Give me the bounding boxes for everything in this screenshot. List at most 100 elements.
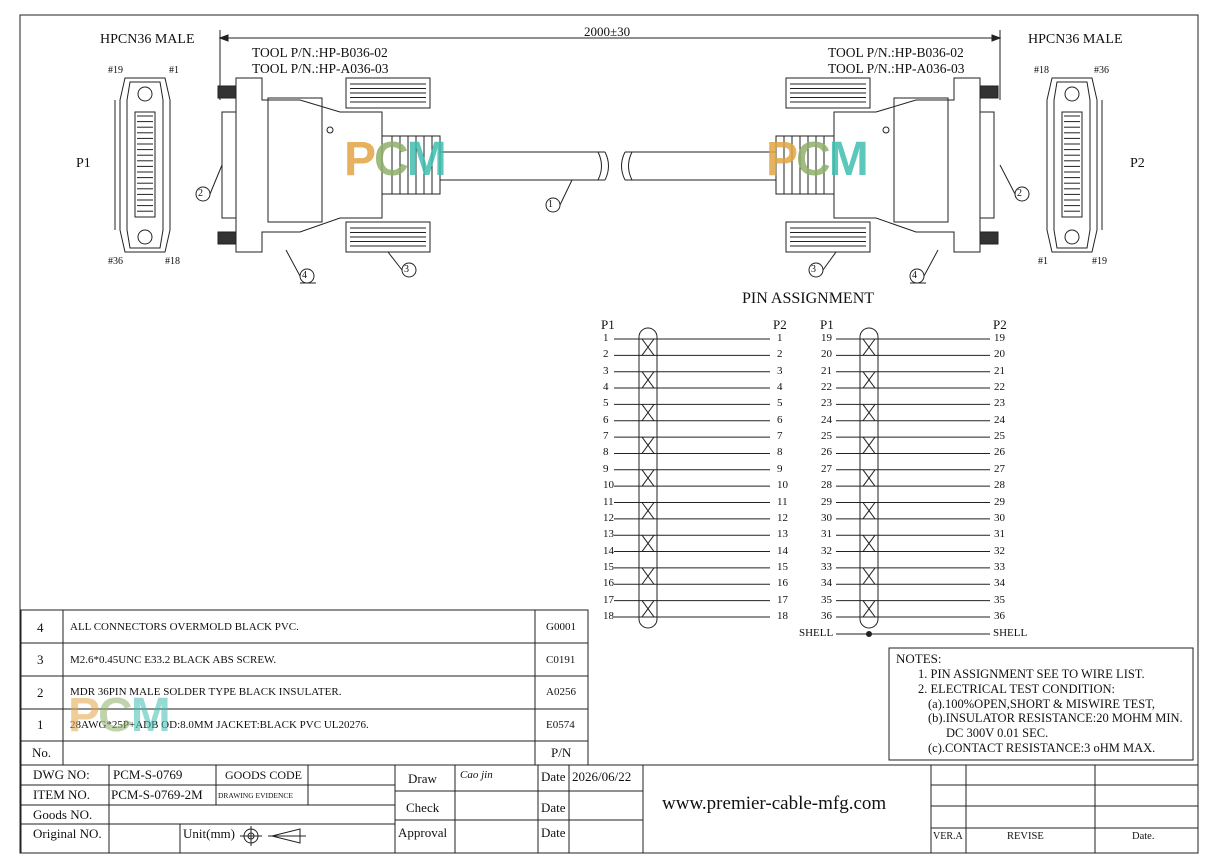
pin-right-block-pin-left-label: 31: [821, 528, 832, 541]
left-face-pin-top-left: #19: [108, 65, 123, 76]
callout-2-right: 2: [1017, 188, 1022, 199]
bom-no: 1: [37, 717, 44, 732]
pin-left-block-twist: [641, 469, 655, 487]
connector-body: [235, 77, 383, 253]
shell-dot: [326, 126, 334, 134]
right-face-pin-top-right: #36: [1094, 65, 1109, 76]
draw-date-label: Date: [541, 769, 566, 784]
pin-right-block-bundle: [859, 327, 879, 629]
pin-left-block-bundle: [638, 327, 658, 629]
callout-2-left-leader: [209, 164, 223, 195]
right-connector-title: HPCN36 MALE: [1028, 32, 1123, 47]
pin-left-block-twist: [641, 371, 655, 389]
pin-right-block-pin-left-label: 19: [821, 332, 832, 344]
metal-shell: [221, 111, 237, 219]
left-face-pin-bottom-left: #36: [108, 256, 123, 267]
pcm-letter: M: [406, 133, 447, 186]
title-block: [20, 764, 1199, 854]
pin-right-block-twist: [862, 534, 876, 552]
dimension-arrow-left: [218, 34, 229, 42]
pin-left-block-pin-left-label: 14: [603, 544, 614, 557]
shell-right-label: SHELL: [993, 627, 1028, 639]
pin-right-block-twist: [862, 502, 876, 520]
pin-left-p2-label: P2: [773, 317, 787, 332]
date-col-label: Date.: [1132, 831, 1155, 842]
pin-left-block-pin-right-label: 14: [777, 544, 788, 557]
callout-1: 1: [548, 199, 553, 210]
pin-left-block-pin-right-label: 8: [777, 446, 783, 459]
pin-left-block-twist: [641, 502, 655, 520]
right-face-outline: [1046, 77, 1098, 253]
length-dimension: 2000±30: [584, 24, 631, 39]
pin-left-p1-label: P1: [601, 317, 615, 332]
pin-left-block-pin-left-label: 1: [603, 332, 609, 344]
pin-right-block-pin-right-label: 35: [994, 593, 1005, 606]
pin-left-block-pin-right-label: 2: [777, 348, 783, 361]
pcm-letter: C: [98, 689, 133, 742]
pin-left-block-pin-right-label: 6: [777, 413, 783, 426]
pin-right-block-pin-left-label: 33: [821, 560, 832, 573]
pin-right-block-pin-right-label: 31: [994, 528, 1005, 541]
pin-left-block-pin-left-label: 17: [603, 593, 614, 606]
pin-right-block-twist: [862, 436, 876, 454]
original-no-label: Original NO.: [33, 826, 102, 841]
pin-left-block-pin-left-label: 9: [603, 462, 609, 475]
pin-right-p1-label: P1: [820, 317, 834, 332]
pin-left-block-pin-right-label: 10: [777, 479, 788, 492]
bom-header-no: No.: [32, 745, 52, 760]
pin-right-block-pin-right-label: 28: [994, 479, 1005, 492]
pin-left-block-pin-left-label: 12: [603, 511, 614, 524]
callout-4-left: 4: [302, 270, 307, 281]
screw-head-top: [979, 85, 999, 99]
pin-left-block-twist: [641, 600, 655, 618]
shell-left-label: SHELL: [799, 627, 834, 639]
bom-desc: ALL CONNECTORS OVERMOLD BLACK PVC.: [70, 621, 299, 633]
item-no-value: PCM-S-0769-2M: [111, 787, 203, 802]
pin-left-block-pin-right-label: 4: [777, 381, 783, 394]
draw-signature: Cao jin: [460, 769, 493, 781]
right-tool-line-1: TOOL P/N.:HP-B036-02: [828, 45, 964, 60]
notes-title: NOTES:: [896, 651, 942, 666]
pcm-letter: P: [766, 133, 798, 186]
bom-no: 2: [37, 685, 44, 700]
notes-line-2: 2. ELECTRICAL TEST CONDITION:: [918, 682, 1115, 696]
website-text: www.premier-cable-mfg.com: [662, 793, 887, 814]
pin-left-block-pin-right-label: 15: [777, 560, 788, 573]
latch-bottom: [345, 221, 431, 253]
right-tool-line-2: TOOL P/N.:HP-A036-03: [828, 61, 965, 76]
screw-head-bottom: [979, 231, 999, 245]
pin-left-block-pin-right-label: 9: [777, 462, 783, 475]
pcm-watermark-left: PCM: [344, 132, 447, 187]
metal-shell: [979, 111, 995, 219]
callout-3-left: 3: [404, 264, 409, 275]
callout-3-left-leader: [387, 251, 403, 271]
bom-header-pn: P/N: [551, 745, 572, 760]
draw-label: Draw: [408, 771, 437, 786]
pin-right-block-pin-left-label: 29: [821, 495, 832, 508]
left-tool-line-2: TOOL P/N.:HP-A036-03: [252, 61, 389, 76]
pin-right-block-pin-right-label: 33: [994, 560, 1005, 573]
pin-right-block-twist: [862, 469, 876, 487]
pin-right-block-pin-right-label: 27: [994, 462, 1005, 475]
pin-right-block-twist: [862, 600, 876, 618]
notes-line-1: 1. PIN ASSIGNMENT SEE TO WIRE LIST.: [918, 667, 1145, 681]
notes-line-6: (c).CONTACT RESISTANCE:3 oHM MAX.: [928, 741, 1156, 755]
callout-3-right: 3: [811, 264, 816, 275]
dwg-no-value: PCM-S-0769: [113, 767, 183, 782]
left-face-outline: [119, 77, 171, 253]
connector-body: [833, 77, 981, 253]
right-face-screw-hole-bottom: [1064, 229, 1080, 245]
boot: [381, 135, 441, 195]
pcm-letter: M: [130, 689, 171, 742]
callout-3-right-leader: [822, 251, 837, 271]
bom-desc: MDR 36PIN MALE SOLDER TYPE BLACK INSULAT…: [70, 686, 342, 698]
notes-line-4: (b).INSULATOR RESISTANCE:20 MOHM MIN.: [928, 711, 1183, 725]
pin-right-block-pin-left-label: 26: [821, 446, 832, 459]
bom-no: 4: [37, 620, 44, 635]
pin-right-block-pin-left-label: 36: [821, 609, 832, 622]
pin-left-block-pin-left-label: 18: [603, 609, 614, 622]
left-connector-title: HPCN36 MALE: [100, 32, 195, 47]
pin-right-block-pin-left-label: 28: [821, 479, 832, 492]
right-face-pin-bottom-right: #19: [1092, 256, 1107, 267]
